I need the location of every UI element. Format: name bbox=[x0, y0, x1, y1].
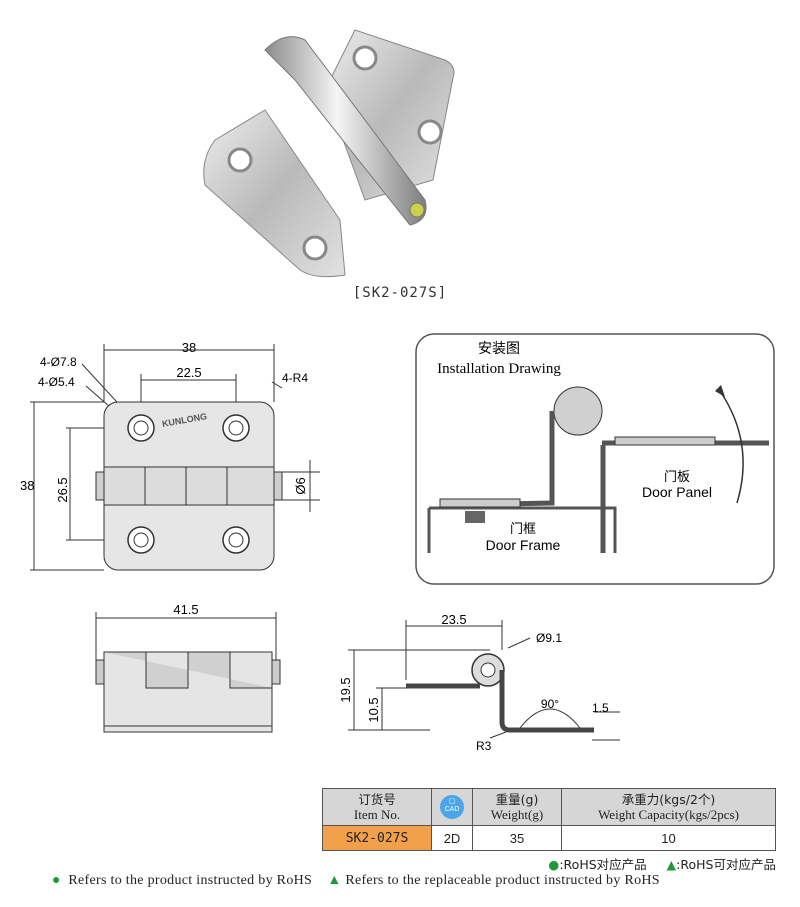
door-frame-cn: 门框 bbox=[510, 521, 536, 536]
dim-width: 38 bbox=[182, 340, 196, 355]
product-photo bbox=[203, 29, 455, 278]
cell-weight: 35 bbox=[472, 825, 562, 851]
rohs-legend-en: ● Refers to the product instructed by Ro… bbox=[52, 873, 660, 888]
model-label: [SK2-027S] bbox=[352, 285, 448, 301]
dim-length: 23.5 bbox=[441, 612, 466, 627]
door-frame-en: Door Frame bbox=[486, 537, 561, 553]
dim-radius: 4-R4 bbox=[282, 371, 308, 385]
dim-lower: 10.5 bbox=[366, 697, 381, 722]
dim-thickness: 1.5 bbox=[592, 701, 609, 715]
green-dot-icon: ● bbox=[52, 873, 61, 888]
bottom-view-drawing: 41.5 bbox=[95, 602, 281, 733]
green-triangle-icon: ▲ bbox=[666, 857, 677, 872]
side-view-drawing: 23.5 19.5 10.5 90° Ø9.1 1.5 R3 bbox=[338, 612, 620, 753]
green-dot-icon: ● bbox=[548, 857, 560, 872]
header-capacity: 承重力(kgs/2个)Weight Capacity(kgs/2pcs) bbox=[561, 788, 776, 826]
dim-hole-small: 4-Ø5.4 bbox=[38, 375, 75, 389]
dim-inner-height: 26.5 bbox=[55, 477, 70, 502]
front-view-drawing: 38 22.5 4-Ø7.8 4-Ø5.4 4-R4 38 26.5 Ø6 KU… bbox=[20, 340, 320, 571]
dim-height-side: 19.5 bbox=[338, 677, 353, 702]
dim-angle: 90° bbox=[541, 697, 559, 711]
dim-hole-large: 4-Ø7.8 bbox=[40, 355, 77, 369]
door-panel-cn: 门板 bbox=[664, 469, 690, 484]
install-title-cn: 安装图 bbox=[478, 340, 520, 356]
cad-icon: ▢CAD bbox=[440, 795, 464, 819]
dim-height: 38 bbox=[20, 478, 34, 493]
install-title-en: Installation Drawing bbox=[437, 361, 561, 377]
dim-knuckle: Ø9.1 bbox=[536, 631, 562, 645]
cell-cad[interactable]: 2D bbox=[431, 825, 473, 851]
dim-bend: R3 bbox=[476, 739, 492, 753]
cell-capacity: 10 bbox=[561, 825, 776, 851]
door-panel-en: Door Panel bbox=[642, 484, 712, 500]
rohs-legend-cn: ●:RoHS对应产品 ▲:RoHS可对应产品 bbox=[548, 857, 776, 872]
dim-pin: Ø6 bbox=[293, 477, 308, 494]
header-weight: 重量(g)Weight(g) bbox=[472, 788, 562, 826]
installation-drawing: 安装图 Installation Drawing 门板 Door Panel 门… bbox=[415, 333, 775, 585]
header-cad: ▢CAD bbox=[431, 788, 473, 826]
dim-hole-spacing: 22.5 bbox=[176, 365, 201, 380]
cell-item-no: SK2-027S bbox=[322, 825, 432, 851]
dim-total: 41.5 bbox=[173, 602, 198, 617]
green-triangle-icon: ▲ bbox=[327, 873, 342, 888]
